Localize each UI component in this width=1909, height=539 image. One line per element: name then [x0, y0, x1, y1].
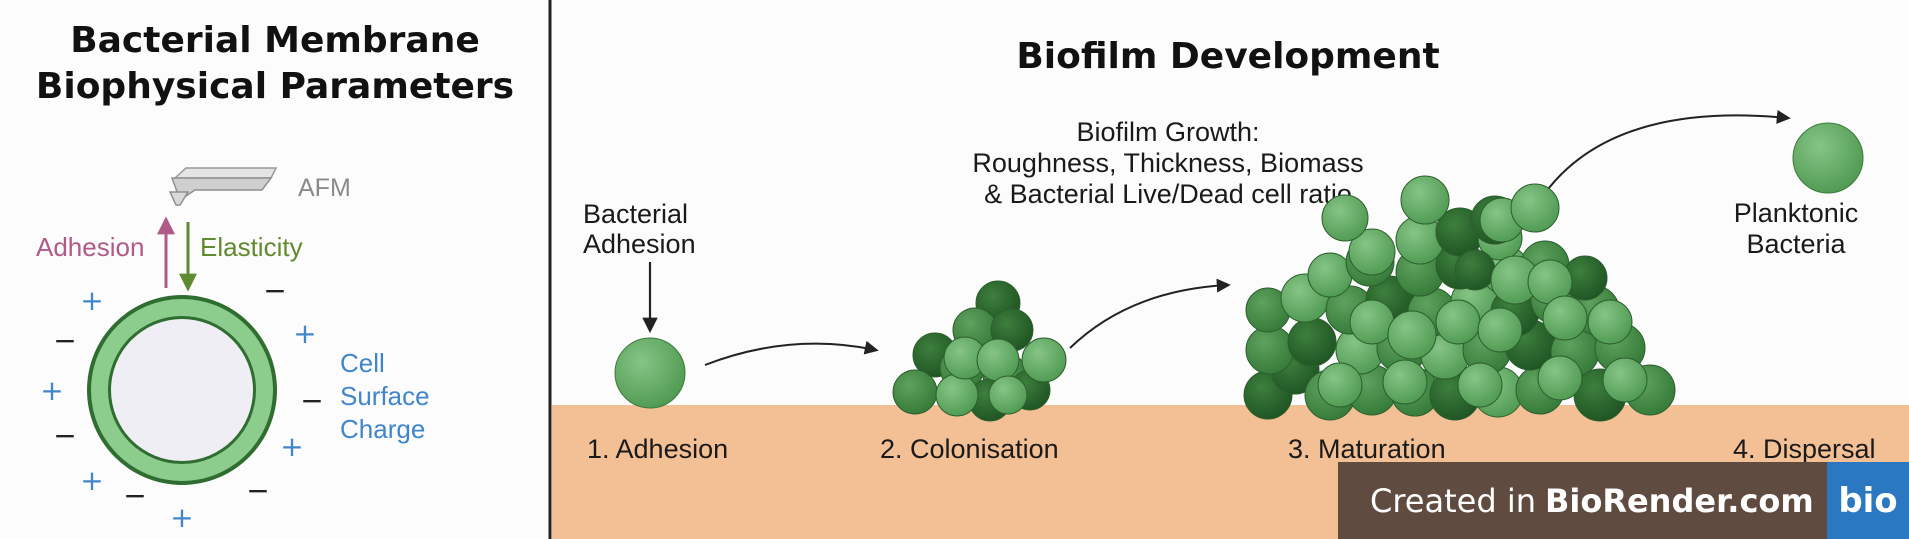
- badge-brand: BioRender.com: [1544, 481, 1814, 520]
- charge-label-line1: Cell: [340, 348, 385, 378]
- step-label-dispersal: 4. Dispersal: [1733, 434, 1876, 464]
- charge-minus: −: [53, 324, 76, 357]
- bacterial-adhesion-line2: Adhesion: [583, 229, 696, 259]
- bacterial-adhesion-line1: Bacterial: [583, 199, 688, 229]
- elasticity-label: Elasticity: [200, 232, 303, 262]
- bacterium: [1387, 310, 1437, 360]
- step-label-adhesion: 1. Adhesion: [587, 434, 728, 464]
- bacterium: [1400, 175, 1450, 225]
- bacterium: [1435, 299, 1481, 345]
- charge-plus: +: [40, 374, 63, 407]
- step-label-maturation: 3. Maturation: [1288, 434, 1446, 464]
- bacterium-planktonic: [1792, 122, 1864, 194]
- bacterium-adhesion: [614, 337, 686, 409]
- planktonic-line1: Planktonic: [1734, 198, 1859, 228]
- charge-minus: −: [300, 384, 323, 417]
- bacterium: [1021, 337, 1067, 383]
- bacterium: [892, 369, 938, 415]
- bacterium: [1382, 359, 1428, 405]
- bacterium: [1348, 228, 1396, 276]
- bacterium: [1510, 183, 1560, 233]
- charge-plus: +: [170, 501, 193, 534]
- bacterium: [1287, 317, 1337, 367]
- left-title-line2: Biophysical Parameters: [36, 66, 514, 107]
- arrow-adhesion-to-colonisation: [704, 340, 879, 366]
- bacterium: [1542, 295, 1588, 341]
- bacterium: [1602, 357, 1648, 403]
- colonisation-cluster: [892, 280, 1067, 422]
- bacterium: [988, 375, 1028, 415]
- bacterium: [935, 373, 979, 417]
- afm-cantilever-icon: [168, 167, 278, 206]
- planktonic-line2: Bacteria: [1746, 229, 1846, 259]
- bacterium: [1321, 194, 1369, 242]
- badge-prefix: Created in: [1370, 481, 1536, 520]
- growth-line3: & Bacterial Live/Dead cell ratio: [984, 179, 1352, 209]
- bacterium: [1587, 299, 1633, 345]
- maturation-biofilm: [1243, 175, 1676, 422]
- bacterium: [1349, 299, 1395, 345]
- charge-minus: −: [246, 474, 269, 507]
- left-title-line1: Bacterial Membrane: [70, 20, 480, 61]
- growth-line1: Biofilm Growth:: [1076, 117, 1259, 147]
- biorender-badge: Created in BioRender.com bio: [1338, 462, 1909, 539]
- bacterium: [1477, 307, 1523, 353]
- afm-label: AFM: [298, 174, 351, 202]
- charge-label-line3: Charge: [340, 414, 425, 444]
- arrow-maturation-to-dispersal: [1534, 109, 1791, 209]
- biorender-logo: bio: [1827, 462, 1909, 539]
- bacterial-cell-icon: [87, 295, 277, 485]
- growth-line2: Roughness, Thickness, Biomass: [972, 148, 1363, 178]
- bacterium: [1317, 362, 1363, 408]
- surface-charges: + − − + + − − + + − − +: [40, 274, 323, 534]
- charge-plus: +: [293, 317, 316, 350]
- step-label-colonisation: 2. Colonisation: [880, 434, 1059, 464]
- bacterium: [1454, 249, 1496, 291]
- charge-minus: −: [53, 419, 76, 452]
- bacterium: [976, 338, 1020, 382]
- charge-minus: −: [123, 479, 146, 512]
- charge-label-line2: Surface: [340, 381, 430, 411]
- biofilm-growth-label: Biofilm Growth: Roughness, Thickness, Bi…: [972, 117, 1363, 209]
- badge-text: Created in BioRender.com: [1338, 462, 1827, 539]
- bacterium: [1457, 362, 1503, 408]
- adhesion-label: Adhesion: [36, 232, 144, 262]
- right-title: Biofilm Development: [1016, 36, 1439, 77]
- bacterium: [1245, 325, 1295, 375]
- charge-plus: +: [280, 430, 303, 463]
- charge-plus: +: [80, 464, 103, 497]
- cell-surface-charge-label: Cell Surface Charge: [340, 348, 430, 444]
- charge-minus: −: [263, 274, 286, 307]
- bacterium: [1307, 252, 1353, 298]
- planktonic-label: Planktonic Bacteria: [1734, 198, 1859, 259]
- arrow-colonisation-to-maturation: [1069, 278, 1231, 349]
- charge-plus: +: [80, 284, 103, 317]
- bacterium: [1537, 355, 1583, 401]
